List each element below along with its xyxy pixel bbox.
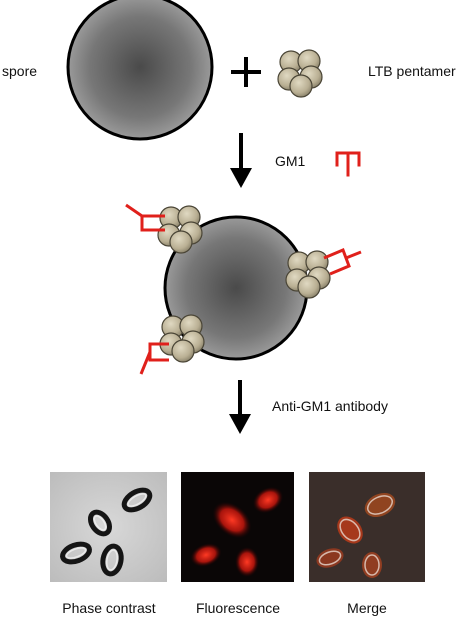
- gm1-icon: [125, 203, 165, 232]
- merge-panel: [309, 472, 425, 582]
- phase-contrast-panel: [50, 472, 167, 582]
- spore-icon: [66, 0, 214, 141]
- gm1-icon: [323, 248, 362, 276]
- antibody-label: Anti-GM1 antibody: [272, 398, 388, 414]
- phase-contrast-caption: Phase contrast: [62, 600, 156, 616]
- ltb-pentamer-label: LTB pentamer: [368, 63, 456, 79]
- ltb-pentamer-icon: [277, 49, 323, 98]
- fluorescence-caption: Fluorescence: [195, 600, 281, 616]
- fluorescence-panel: [181, 472, 294, 582]
- spore-label: spore: [2, 63, 38, 79]
- ltb-pentamer-icon: [159, 314, 205, 363]
- gm1-icon: [335, 151, 361, 177]
- arrow-down-icon: [229, 380, 251, 434]
- arrow-down-icon: [230, 133, 252, 188]
- plus-icon: [231, 57, 261, 87]
- gm1-icon: [139, 342, 169, 375]
- gm1-label: GM1: [275, 153, 306, 169]
- merge-caption: Merge: [347, 600, 387, 616]
